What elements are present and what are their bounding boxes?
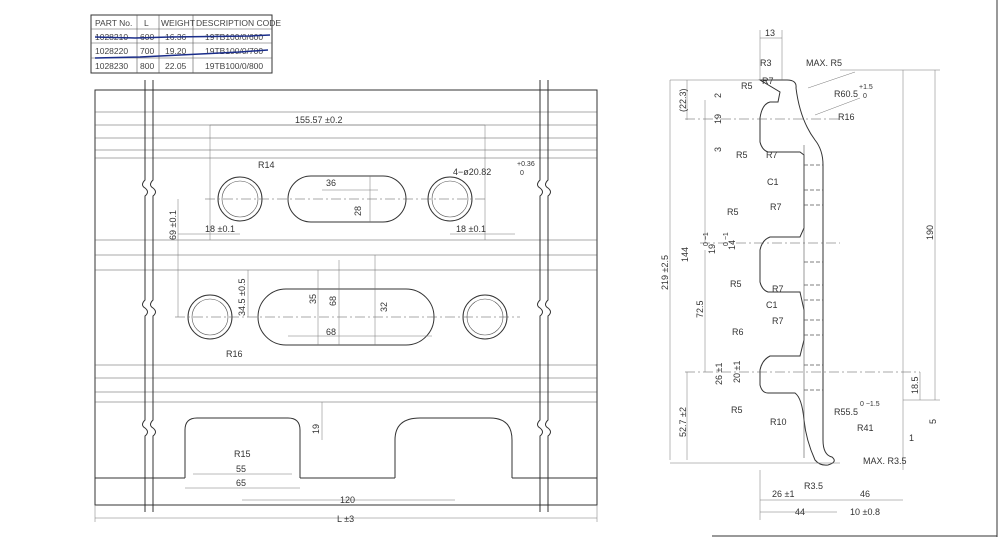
dim-label: R3.5: [804, 481, 823, 491]
table-cell: 19.20: [165, 46, 187, 56]
dim-label: 0 −1: [703, 232, 710, 246]
dim-label: 68: [326, 327, 336, 337]
dim-label: 32: [379, 302, 389, 312]
dim-label: 2: [713, 93, 723, 98]
cutout: [394, 417, 513, 478]
plate-outline: [94, 89, 598, 506]
table-cell: 19TB100/0/800: [205, 61, 263, 71]
dim-label: R5: [736, 150, 748, 160]
dim-label: 14: [727, 240, 737, 250]
dim-label: 13: [765, 28, 775, 38]
dim-label: 18 ±0.1: [205, 224, 235, 234]
dim-label: R15: [234, 449, 251, 459]
dim-label: 155.57 ±0.2: [295, 115, 342, 125]
dim-label: R10: [770, 417, 787, 427]
dim-label: R5: [730, 279, 742, 289]
table-cell: 19TB100/0/600: [205, 32, 263, 42]
table-cell: 22.05: [165, 61, 187, 71]
cutout: [184, 417, 301, 478]
dim-label: 36: [326, 178, 336, 188]
dim-label: 46: [860, 489, 870, 499]
dim-label: 219 ±2.5: [660, 255, 670, 290]
dim-label: R3: [760, 58, 772, 68]
table-cell: 1028220: [95, 46, 128, 56]
section-view: 13 R3 MAX. R5 R7 R5 R60.5 +1.5 0 R16 (22…: [660, 28, 940, 520]
plan-view: 155.57 ±0.2 R14 36 28 4−ø20.82 +0.36 0 1…: [94, 80, 598, 524]
dim-label: (22.3): [678, 88, 688, 112]
parts-table: PART No. L WEIGHT DESCRIPTION CODE 10282…: [90, 14, 281, 74]
dim-label: 35: [308, 294, 318, 304]
table-header: L: [144, 18, 149, 28]
dim-label: R16: [838, 112, 855, 122]
dim-label: 0 −1.5: [860, 401, 880, 408]
dim-label: 10 ±0.8: [850, 507, 880, 517]
dim-label: 20 ±1: [732, 361, 742, 383]
dim-label: 26 ±1: [772, 489, 794, 499]
dim-label: 68: [328, 296, 338, 306]
dim-label: 0: [863, 93, 867, 100]
table-cell: 1028230: [95, 61, 128, 71]
dim-label: MAX. R3.5: [863, 456, 907, 466]
dim-label: L ±3: [337, 514, 354, 524]
table-cell: 700: [140, 46, 154, 56]
dim-label: 26 ±1: [714, 363, 724, 385]
dim-label: R55.5: [834, 407, 858, 417]
dim-label: R5: [727, 207, 739, 217]
table-header: DESCRIPTION CODE: [196, 18, 281, 28]
dim-label: 3: [713, 147, 723, 152]
dim-label: R41: [857, 423, 874, 433]
dim-label: 69 ±0.1: [168, 210, 178, 240]
dim-label: 4−ø20.82: [453, 167, 491, 177]
dim-label: 55: [236, 464, 246, 474]
dim-label: 1: [909, 433, 914, 443]
dim-label: +1.5: [859, 84, 873, 91]
dim-label: 19: [707, 244, 717, 254]
strike-mark: [94, 34, 271, 39]
table-header: WEIGHT: [161, 18, 195, 28]
section-profile: [758, 79, 835, 466]
table-cell: 800: [140, 61, 154, 71]
dim-label: R5: [741, 81, 753, 91]
dim-label: R7: [770, 202, 782, 212]
dim-label: 0: [520, 170, 524, 177]
dim-label: 44: [795, 507, 805, 517]
table-header: PART No.: [95, 18, 132, 28]
dim-label: R7: [766, 150, 778, 160]
dim-label: R7: [762, 76, 774, 86]
dim-label: 19: [311, 424, 321, 434]
dim-label: 144: [680, 247, 690, 262]
dim-label: R6: [732, 327, 744, 337]
table-cell: 19TB100/0/700: [205, 46, 263, 56]
dim-label: 34.5 ±0.5: [237, 279, 247, 316]
dim-label: R16: [226, 349, 243, 359]
dim-label: 52.7 ±2: [678, 407, 688, 437]
dim-label: 18 ±0.1: [456, 224, 486, 234]
dim-label: C1: [766, 300, 778, 310]
dim-label: 190: [925, 225, 935, 240]
dim-label: 120: [340, 495, 355, 505]
dim-label: 19: [713, 114, 723, 124]
dim-label: 5: [928, 419, 938, 424]
dim-label: R7: [772, 284, 784, 294]
table-row: 1028230 800 22.05 19TB100/0/800: [95, 61, 263, 71]
dim-label: R5: [731, 405, 743, 415]
dim-label: 65: [236, 478, 246, 488]
dim-label: +0.36: [517, 161, 535, 168]
dim-label: 28: [353, 206, 363, 216]
dim-label: C1: [767, 177, 779, 187]
dim-label: R7: [772, 316, 784, 326]
dim-label: R60.5: [834, 89, 858, 99]
dim-label: R14: [258, 160, 275, 170]
dim-label: 0 −1: [723, 232, 730, 246]
dim-label: 72.5: [695, 300, 705, 318]
dim-label: MAX. R5: [806, 58, 842, 68]
dim-label: 18.5: [910, 376, 920, 394]
strike-mark: [94, 49, 269, 59]
table-row: 1028220 700 19.20 19TB100/0/700: [95, 46, 263, 56]
